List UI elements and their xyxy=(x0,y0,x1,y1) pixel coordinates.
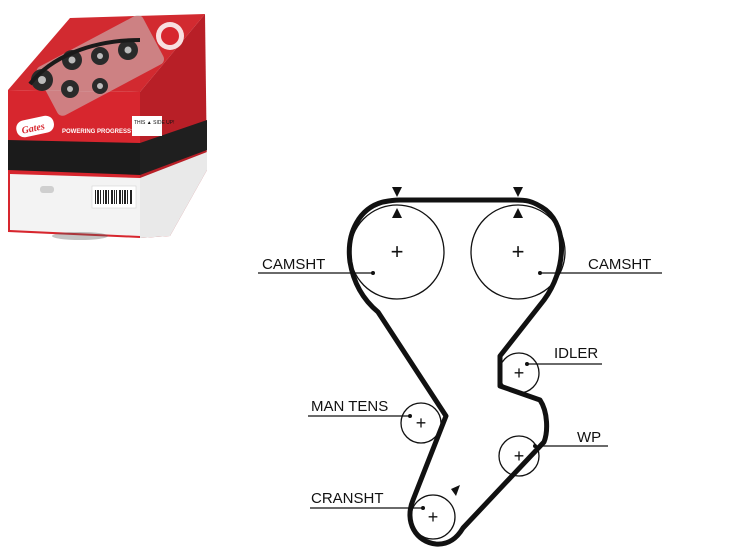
leader-dot-crankshaft xyxy=(421,506,425,510)
timing-mark-right-lower xyxy=(513,208,523,218)
camshaft-right-center-mark: + xyxy=(512,239,525,264)
barcode-sticker xyxy=(91,185,137,209)
gates-logo-text: Gates xyxy=(21,121,46,137)
small-logo-sticker xyxy=(40,186,54,193)
product-box: Gates POWERING PROGRESS™ THIS ▲ SIDE UP! xyxy=(8,14,207,240)
box-dark-band xyxy=(8,140,140,175)
label-crankshaft: CRANSHT xyxy=(311,490,384,507)
leader-dot-camshaft-left xyxy=(371,271,375,275)
box-end-white xyxy=(140,152,207,238)
timing-belt xyxy=(346,197,564,547)
camshaft-right-pulley xyxy=(470,204,566,300)
leader-dot-camshaft-right xyxy=(538,271,542,275)
slogan-text: POWERING PROGRESS™ xyxy=(62,128,137,135)
gates-logo: Gates xyxy=(16,115,54,138)
box-end-badge xyxy=(156,22,184,50)
timing-mark-left-upper xyxy=(392,187,402,197)
box-end-dark-band xyxy=(140,120,207,175)
label-idler: IDLER xyxy=(554,345,598,362)
label-camshaft-left: CAMSHT xyxy=(262,256,325,273)
this-side-up-note: THIS ▲ SIDE UP! xyxy=(132,116,175,136)
kit-photo xyxy=(28,15,165,116)
man-tens-center-mark: + xyxy=(416,413,427,433)
timing-mark-right-upper xyxy=(513,187,523,197)
label-man-tens: MAN TENS xyxy=(311,398,388,415)
water-pump-pulley xyxy=(498,435,540,477)
camshaft-left-center-mark: + xyxy=(391,239,404,264)
water-pump-center-mark: + xyxy=(514,446,525,466)
idler-center-mark: + xyxy=(514,363,525,383)
side-up-text: THIS ▲ SIDE UP! xyxy=(134,120,175,126)
timing-mark-left-lower xyxy=(392,208,402,218)
leader-dot-man-tens xyxy=(408,414,412,418)
timing-belt-diagram: + + + + + + CAMSHT CAMSHT IDLER MAN TENS… xyxy=(258,187,662,547)
timing-mark-crankshaft xyxy=(451,485,460,496)
crankshaft-center-mark: + xyxy=(428,507,439,527)
leader-dot-idler xyxy=(525,362,529,366)
box-bottom-shadow xyxy=(52,232,108,240)
label-camshaft-right: CAMSHT xyxy=(588,256,651,273)
leader-dot-water-pump xyxy=(533,444,537,448)
label-water-pump: WP xyxy=(577,429,601,446)
